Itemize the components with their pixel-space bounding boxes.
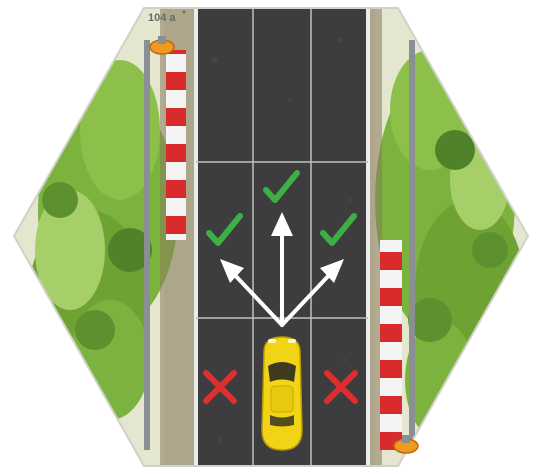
sports-car-icon[interactable] — [262, 337, 302, 450]
right-guardrail — [409, 40, 415, 450]
left-grass — [14, 0, 178, 474]
tile-id-dot — [183, 11, 186, 14]
car-roof — [271, 386, 293, 412]
lane-divider — [310, 0, 312, 474]
tile-id-label: 104 a — [148, 12, 176, 24]
left-curb — [166, 50, 186, 240]
lane-divider — [252, 0, 254, 474]
left-guardrail — [144, 40, 150, 450]
car-windshield — [268, 362, 296, 382]
grid-line — [196, 161, 368, 163]
right-curb — [380, 240, 402, 450]
